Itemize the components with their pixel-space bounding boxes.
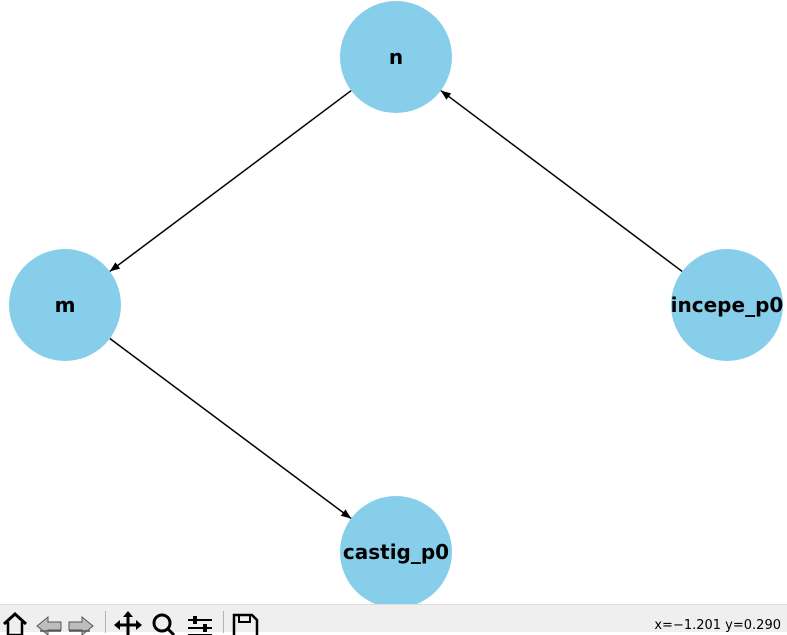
graph-diagram: n m incepe_p0 castig_p0 xyxy=(9,1,783,604)
edge-incepe_p0-to-n xyxy=(440,89,683,273)
edge-n-to-m xyxy=(109,89,352,273)
back-button[interactable] xyxy=(34,611,64,635)
node-circle xyxy=(671,249,783,361)
configure-subplots-button[interactable] xyxy=(185,611,215,635)
zoom-icon xyxy=(152,613,176,635)
node-castig_p0: castig_p0 xyxy=(340,496,452,604)
back-arrow-icon xyxy=(36,615,62,635)
navigation-toolbar: x=−1.201 y=0.290 xyxy=(0,604,787,635)
edges xyxy=(109,89,683,520)
toolbar-separator xyxy=(223,611,224,633)
node-circle xyxy=(340,496,452,604)
sliders-icon xyxy=(188,616,212,635)
forward-button[interactable] xyxy=(66,611,96,635)
save-icon xyxy=(232,613,259,635)
nodes: n m incepe_p0 castig_p0 xyxy=(9,1,783,604)
node-label: incepe_p0 xyxy=(671,293,784,317)
home-button[interactable] xyxy=(0,611,30,635)
node-label: castig_p0 xyxy=(343,540,449,564)
node-m: m xyxy=(9,249,121,361)
figure-canvas[interactable]: n m incepe_p0 castig_p0 xyxy=(0,0,787,604)
forward-arrow-icon xyxy=(68,615,94,635)
toolbar-separator xyxy=(105,611,106,633)
node-label: m xyxy=(55,293,76,317)
node-circle xyxy=(9,249,121,361)
pan-button[interactable] xyxy=(113,611,143,635)
zoom-button[interactable] xyxy=(148,611,178,635)
home-icon xyxy=(2,611,28,635)
cursor-coordinates: x=−1.201 y=0.290 xyxy=(654,618,781,633)
node-incepe_p0: incepe_p0 xyxy=(671,249,784,361)
node-label: n xyxy=(389,45,403,69)
node-circle xyxy=(340,1,452,113)
save-button[interactable] xyxy=(230,611,260,635)
node-n: n xyxy=(340,1,452,113)
edge-m-to-castig_p0 xyxy=(109,337,352,520)
move-icon xyxy=(114,611,142,635)
